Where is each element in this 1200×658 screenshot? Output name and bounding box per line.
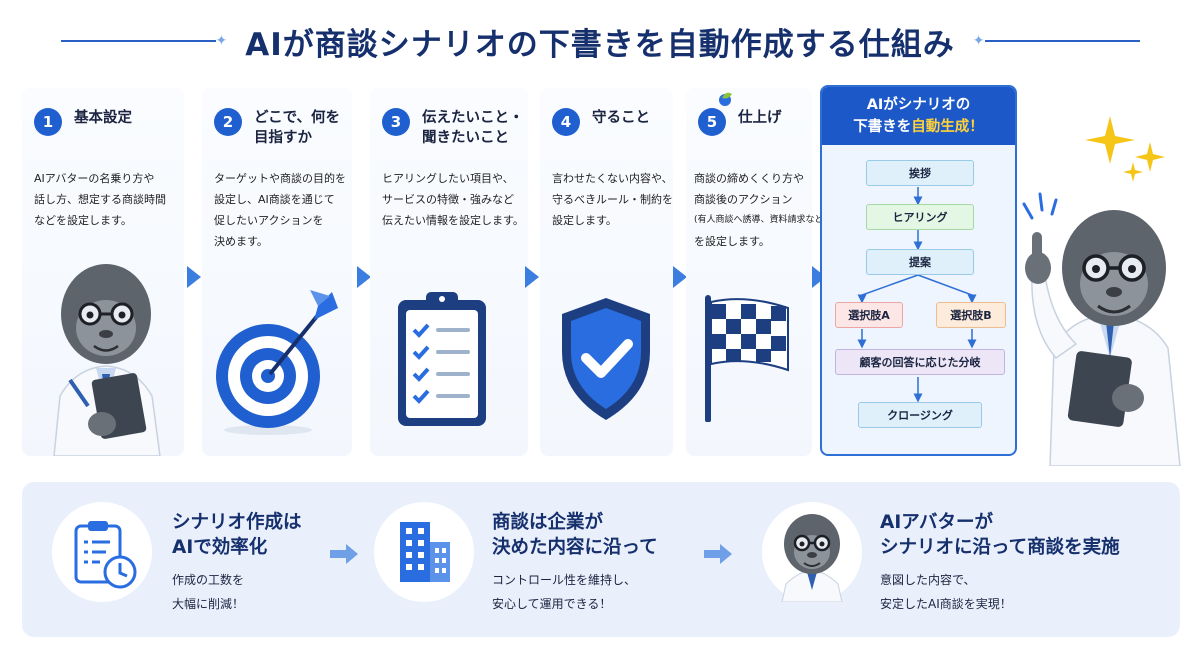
step-arrow bbox=[357, 266, 371, 288]
clipboard-clock-icon bbox=[74, 521, 137, 589]
step-panel-1: 1 基本設定 AIアバターの名乗り方や 話し方、想定する商談時間 などを設定しま… bbox=[22, 88, 184, 456]
step-title: 基本設定 bbox=[74, 110, 132, 126]
flow-box-branch: 顧客の回答に応じた分岐 bbox=[835, 349, 1005, 375]
step-description: ターゲットや商談の目的を 設定し、AI商談を通じて 促したいアクションを 決めま… bbox=[214, 172, 346, 248]
step-arrow bbox=[673, 266, 687, 288]
generation-header: AIがシナリオの 下書きを自動生成！ bbox=[822, 87, 1015, 145]
step-number: 3 bbox=[382, 108, 410, 136]
step-number: 1 bbox=[34, 108, 62, 136]
benefit-description: 意図した内容で、 安定したAI商談を実現！ bbox=[880, 573, 1012, 611]
benefit-title: 商談は企業が 決めた内容に沿って bbox=[492, 512, 658, 558]
sparkle-icon: ✦ bbox=[215, 33, 228, 49]
gorilla-avatar-icon bbox=[781, 514, 843, 602]
step-panel-2: 2 どこで、何を 目指すか ターゲットや商談の目的を 設定し、AI商談を通じて … bbox=[202, 88, 352, 456]
flow-box-proposal: 提案 bbox=[866, 249, 974, 275]
step-number: 5 bbox=[698, 108, 726, 136]
benefit-icon-circle bbox=[762, 502, 862, 602]
flow-box-option-b: 選択肢B bbox=[936, 302, 1006, 328]
step-arrow bbox=[187, 266, 201, 288]
step-panel-4: 4 守ること 言わせたくない内容や、 守るべきルール・制約を 設定します。 bbox=[540, 88, 673, 456]
auto-generation-box: AIがシナリオの 下書きを自動生成！ 挨拶 ヒアリング 提案 選択肢A 選択肢B… bbox=[820, 85, 1017, 456]
step-title: どこで、何を 目指すか bbox=[254, 110, 340, 146]
shield-check-icon bbox=[562, 298, 650, 420]
flow-box-option-a: 選択肢A bbox=[835, 302, 903, 328]
benefit-title: シナリオ作成は AIで効率化 bbox=[172, 512, 302, 558]
gorilla-pointing-illustration bbox=[1022, 116, 1181, 466]
step-panel-3: 3 伝えたいこと・ 聞きたいこと ヒアリングしたい項目や、 サービスの特徴・強み… bbox=[370, 88, 528, 456]
benefit-arrow-icon bbox=[330, 544, 358, 564]
flow-connectors bbox=[857, 187, 977, 403]
sparkle-icon: ✦ bbox=[972, 33, 985, 49]
step-number: 4 bbox=[552, 108, 580, 136]
step-description: ヒアリングしたい項目や、 サービスの特徴・強みなど 伝えたい情報を設定します。 bbox=[382, 172, 524, 227]
checkered-flag-icon bbox=[705, 295, 789, 422]
title-line-right bbox=[984, 40, 1140, 42]
step-arrow bbox=[525, 266, 539, 288]
benefit-description: コントロール性を維持し、 安心して運用できる！ bbox=[492, 573, 637, 611]
step-description: 言わせたくない内容や、 守るべきルール・制約を 設定します。 bbox=[552, 172, 673, 227]
step-number: 2 bbox=[214, 108, 242, 136]
flow-box-closing: クロージング bbox=[858, 402, 982, 428]
page-title: AIが商談シナリオの下書きを自動作成する仕組み bbox=[245, 26, 955, 63]
benefit-title: AIアバターが シナリオに沿って商談を実施 bbox=[880, 512, 1120, 558]
building-icon bbox=[400, 522, 450, 582]
gorilla-clipboard-illustration bbox=[53, 264, 161, 456]
title-bar: ✦ AIが商談シナリオの下書きを自動作成する仕組み ✦ bbox=[0, 14, 1200, 68]
leaf-badge-icon bbox=[719, 92, 732, 106]
target-icon bbox=[216, 290, 338, 435]
step-panel-5: 5 仕上げ 商談の締めくくり方や 商談後のアクション (有人商談へ誘導、資料請求… bbox=[686, 88, 827, 456]
step-title: 仕上げ bbox=[738, 110, 782, 126]
step-description: 商談の締めくくり方や 商談後のアクション (有人商談へ誘導、資料請求など) を設… bbox=[694, 172, 828, 248]
step-title: 守ること bbox=[592, 110, 650, 126]
benefits-strip: シナリオ作成は AIで効率化 作成の工数を 大幅に削減！ 商談 bbox=[22, 482, 1180, 637]
flow-box-greeting: 挨拶 bbox=[866, 160, 974, 186]
benefit-arrow-icon bbox=[704, 544, 732, 564]
benefit-icon-circle bbox=[52, 502, 152, 602]
benefit-description: 作成の工数を 大幅に削減！ bbox=[172, 573, 245, 611]
flow-box-hearing: ヒアリング bbox=[866, 204, 974, 230]
step-description: AIアバターの名乗り方や 話し方、想定する商談時間 などを設定します。 bbox=[34, 172, 166, 227]
title-line-left bbox=[60, 40, 216, 42]
step-title: 伝えたいこと・ 聞きたいこと bbox=[422, 110, 524, 146]
benefit-icon-circle bbox=[374, 502, 474, 602]
checklist-icon bbox=[398, 292, 486, 426]
